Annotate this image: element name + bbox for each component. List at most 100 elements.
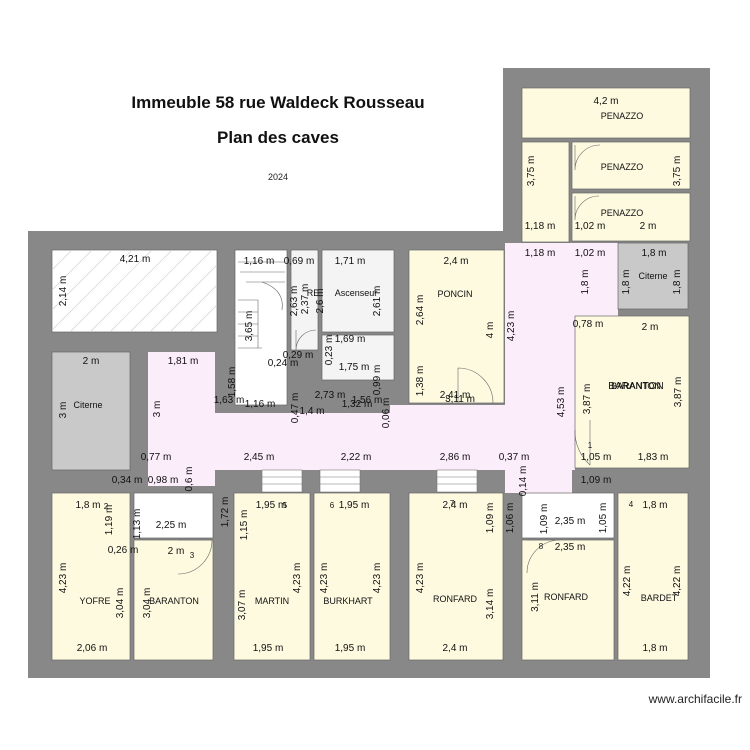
- dimension-label: 1,8 m: [642, 643, 667, 654]
- dimension-label: 0,06 m: [381, 398, 392, 429]
- dimension-label: 1,8 m: [75, 500, 100, 511]
- cellar-penazzo-2: [571, 141, 691, 190]
- dimension-label: 1,83 m: [638, 452, 669, 463]
- dimension-label: 3,75 m: [672, 156, 683, 187]
- dimension-label: 1,06 m: [505, 503, 516, 534]
- dimension-label: 1,8 m: [672, 269, 683, 294]
- room-label-baranton-left: BARANTON: [149, 596, 199, 606]
- small-room-below-elevator: [321, 334, 395, 381]
- door-number: 8: [539, 542, 544, 551]
- dimension-label: 2,4 m: [442, 643, 467, 654]
- room-label-citerne-right: Citerne: [638, 271, 667, 281]
- dimension-label: 0,98 m: [148, 475, 179, 486]
- dimension-label: 1,09 m: [539, 504, 550, 535]
- dimension-label: 1,71 m: [335, 256, 366, 267]
- dimension-label: 0,37 m: [499, 452, 530, 463]
- dimension-label: 2,41 m: [440, 390, 471, 401]
- corridor: [148, 243, 618, 493]
- stairs-icon: [238, 261, 285, 349]
- dimension-label: 1,38 m: [415, 366, 426, 397]
- door-swings: [177, 144, 601, 575]
- dimension-label: 0,69 m: [284, 256, 315, 267]
- dimension-label: 4,23 m: [372, 563, 383, 594]
- dimension-label: 2,73 m: [315, 390, 346, 401]
- dimension-label: 2,4 m: [443, 256, 468, 267]
- dimension-label: 1,72 m: [220, 497, 231, 528]
- dimension-label: 2,14 m: [58, 276, 69, 307]
- cellar-baranton-right: [574, 315, 690, 469]
- cellar-ronfard-2: [521, 539, 615, 661]
- door-number: 2: [104, 502, 109, 511]
- dimension-label: 2 m: [640, 221, 657, 232]
- elevator-room: [321, 249, 395, 333]
- dimension-label: 1,09 m: [485, 503, 496, 534]
- room-label-penazzo-2: PENAZZO: [601, 162, 644, 172]
- dimension-label: 2,22 m: [341, 452, 372, 463]
- dimension-label: 4,23 m: [58, 563, 69, 594]
- dimension-label: 3,75 m: [526, 156, 537, 187]
- dimension-label: 2,61 m: [372, 286, 383, 317]
- dimension-label: 4,21 m: [120, 254, 151, 265]
- hatched-room: [51, 249, 218, 333]
- cellar-penazzo-3: [571, 192, 691, 242]
- dimension-label: 2,25 m: [156, 520, 187, 531]
- dimension-label: 0,24 m: [268, 358, 299, 369]
- room-label-ronfard-2: RONFARD: [544, 592, 589, 602]
- dimension-label: 1,63 m: [214, 395, 245, 406]
- door-number: 5: [283, 501, 288, 510]
- dimension-label: 3,07 m: [237, 590, 248, 621]
- cellar-ronfard-1: [408, 492, 504, 661]
- dimension-label: 2,86 m: [440, 452, 471, 463]
- cellar-poncin: [408, 249, 505, 404]
- dimension-label: 0,78 m: [573, 319, 604, 330]
- dimension-label: 4,2 m: [593, 96, 618, 107]
- dimension-label: 2,37 m: [300, 284, 311, 315]
- passage-bottom-left: [133, 492, 214, 539]
- plan-year: 2024: [267, 172, 289, 182]
- cellar-yofre: [51, 492, 131, 661]
- dimension-label: 0,23 m: [324, 335, 335, 366]
- dimension-label: 2,4 m: [442, 500, 467, 511]
- dimension-label: 1,8 m: [621, 269, 632, 294]
- dimension-label: 3 m: [58, 402, 69, 419]
- plan-title: Immeuble 58 rue Waldeck Rousseau: [131, 93, 425, 112]
- outer-wall-bottom-chamfer: [28, 660, 45, 678]
- dimension-label: 4,22 m: [622, 566, 633, 597]
- dimension-label: 0,26 m: [108, 545, 139, 556]
- dimension-label: 2 m: [83, 356, 100, 367]
- cellar-bardet: [617, 492, 689, 661]
- dimension-label: 1,16 m: [244, 256, 275, 267]
- dimension-label: 1,95 m: [256, 500, 287, 511]
- dimension-label: 4 m: [485, 322, 496, 339]
- dimension-label: 1,02 m: [575, 221, 606, 232]
- dimension-label: 2 m: [168, 546, 185, 557]
- dimension-label: 1,05 m: [598, 503, 609, 534]
- dimension-label: 3,65 m: [244, 311, 255, 342]
- dimension-label: 1,95 m: [253, 643, 284, 654]
- dimension-label: 0,6 m: [184, 466, 195, 491]
- door-number: 4: [629, 500, 634, 509]
- dimension-label: 2,35 m: [555, 542, 586, 553]
- dimension-label: 0,47 m: [290, 393, 301, 424]
- dimension-label: 3,04 m: [115, 588, 126, 619]
- cellar-burkhart: [313, 492, 391, 661]
- room-label-citerne-left: Citerne: [73, 400, 102, 410]
- dimension-label: 2,63 m: [289, 286, 300, 317]
- cellar-penazzo-left-strip: [521, 141, 570, 243]
- dimension-label: 4,23 m: [415, 563, 426, 594]
- dimension-label: 4,22 m: [672, 566, 683, 597]
- dimension-label: 3,14 m: [485, 589, 496, 620]
- dimension-label: 2 m: [642, 322, 659, 333]
- dimension-label: 1,58 m: [227, 367, 238, 398]
- dimension-label: 3,87 m: [582, 384, 593, 415]
- dimension-label: 1,15 m: [239, 510, 250, 541]
- dimension-label: 1,81 m: [168, 356, 199, 367]
- dimension-label: 0,29 m: [283, 350, 314, 361]
- room-label-penazzo-3: PENAZZO: [601, 208, 644, 218]
- dimension-label: 3,87 m: [673, 377, 684, 408]
- dimension-label: 0,77 m: [141, 452, 172, 463]
- door-number: 1: [588, 441, 593, 450]
- dimension-label: 2,06 m: [77, 643, 108, 654]
